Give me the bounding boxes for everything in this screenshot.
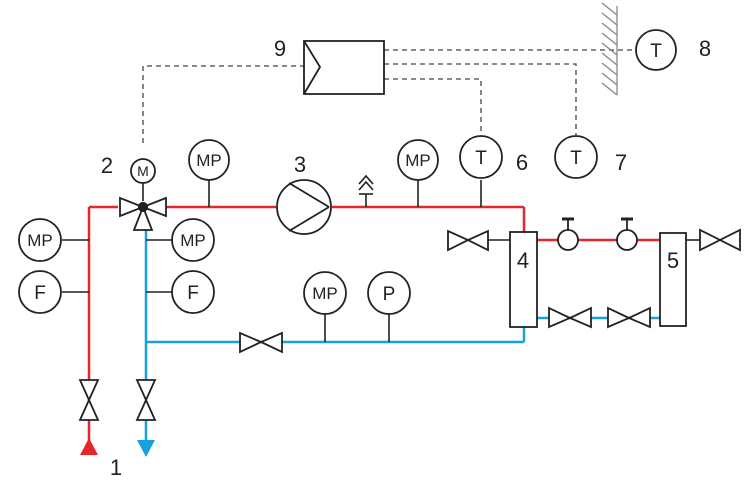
supply-inlet-arrow-icon xyxy=(80,438,98,455)
gauge-f-left-label: F xyxy=(34,283,46,304)
gauge-mp-bottom-label: MP xyxy=(312,284,338,303)
heat-exchanger-5-label: 5 xyxy=(667,248,679,273)
label-3: 3 xyxy=(294,152,306,177)
circulation-pump xyxy=(276,179,332,235)
wall-hatching xyxy=(601,2,618,96)
actuator-motor-label: M xyxy=(137,163,149,179)
signal-line-actuator xyxy=(142,65,304,143)
gauge-mp-supply xyxy=(188,139,230,181)
shutoff-valve-supply xyxy=(78,379,100,421)
gauge-mp-pump-label: MP xyxy=(405,151,431,170)
gauge-f-right-label: F xyxy=(187,283,199,304)
heat-exchanger-4-label: 4 xyxy=(517,248,529,273)
return-valve-2 xyxy=(607,306,651,329)
gauge-t6 xyxy=(459,135,503,179)
air-vent xyxy=(358,174,374,195)
gauge-mp-right xyxy=(171,218,215,262)
label-7: 7 xyxy=(615,150,627,175)
heat-exchanger-4 xyxy=(509,231,538,328)
gauge-p-bottom-label: P xyxy=(383,284,396,305)
bypass-valve xyxy=(447,229,489,252)
gauge-t8 xyxy=(635,29,677,71)
gauge-t6-label: T xyxy=(475,148,487,169)
gauge-mp-left xyxy=(18,218,62,262)
label-9: 9 xyxy=(274,36,286,61)
label-6: 6 xyxy=(516,150,528,175)
gauge-mp-pump xyxy=(397,139,439,181)
signal-line-t7 xyxy=(384,63,577,135)
gauge-mp-supply-label: MP xyxy=(196,151,222,170)
return-valve-1 xyxy=(548,306,592,329)
return-outlet-arrow-icon xyxy=(137,440,155,457)
return-line-valve xyxy=(239,331,283,354)
controller-unit xyxy=(303,40,385,95)
label-8: 8 xyxy=(699,36,711,61)
gauge-mp-left-label: MP xyxy=(27,231,53,250)
outlet-valve-right xyxy=(699,228,741,252)
control-signal-lines xyxy=(142,49,636,143)
actuator-motor xyxy=(130,158,156,184)
label-1: 1 xyxy=(110,455,122,480)
gauge-p-bottom xyxy=(367,271,411,315)
gauge-f-left xyxy=(18,270,62,314)
gauge-t8-label: T xyxy=(650,41,662,62)
gauge-mp-bottom xyxy=(303,271,347,315)
gauge-t7 xyxy=(554,135,598,179)
shutoff-valve-return xyxy=(135,379,157,421)
gauge-t7-label: T xyxy=(570,148,582,169)
ball-valve-2 xyxy=(616,217,638,251)
three-way-valve xyxy=(119,196,167,231)
heat-exchanger-5 xyxy=(659,232,687,327)
gauge-mp-right-label: MP xyxy=(180,231,206,250)
gauge-f-right xyxy=(171,270,215,314)
return-pipes xyxy=(144,228,660,440)
ball-valve-1 xyxy=(557,217,579,251)
label-2: 2 xyxy=(101,153,113,178)
signal-line-t6 xyxy=(384,78,482,135)
